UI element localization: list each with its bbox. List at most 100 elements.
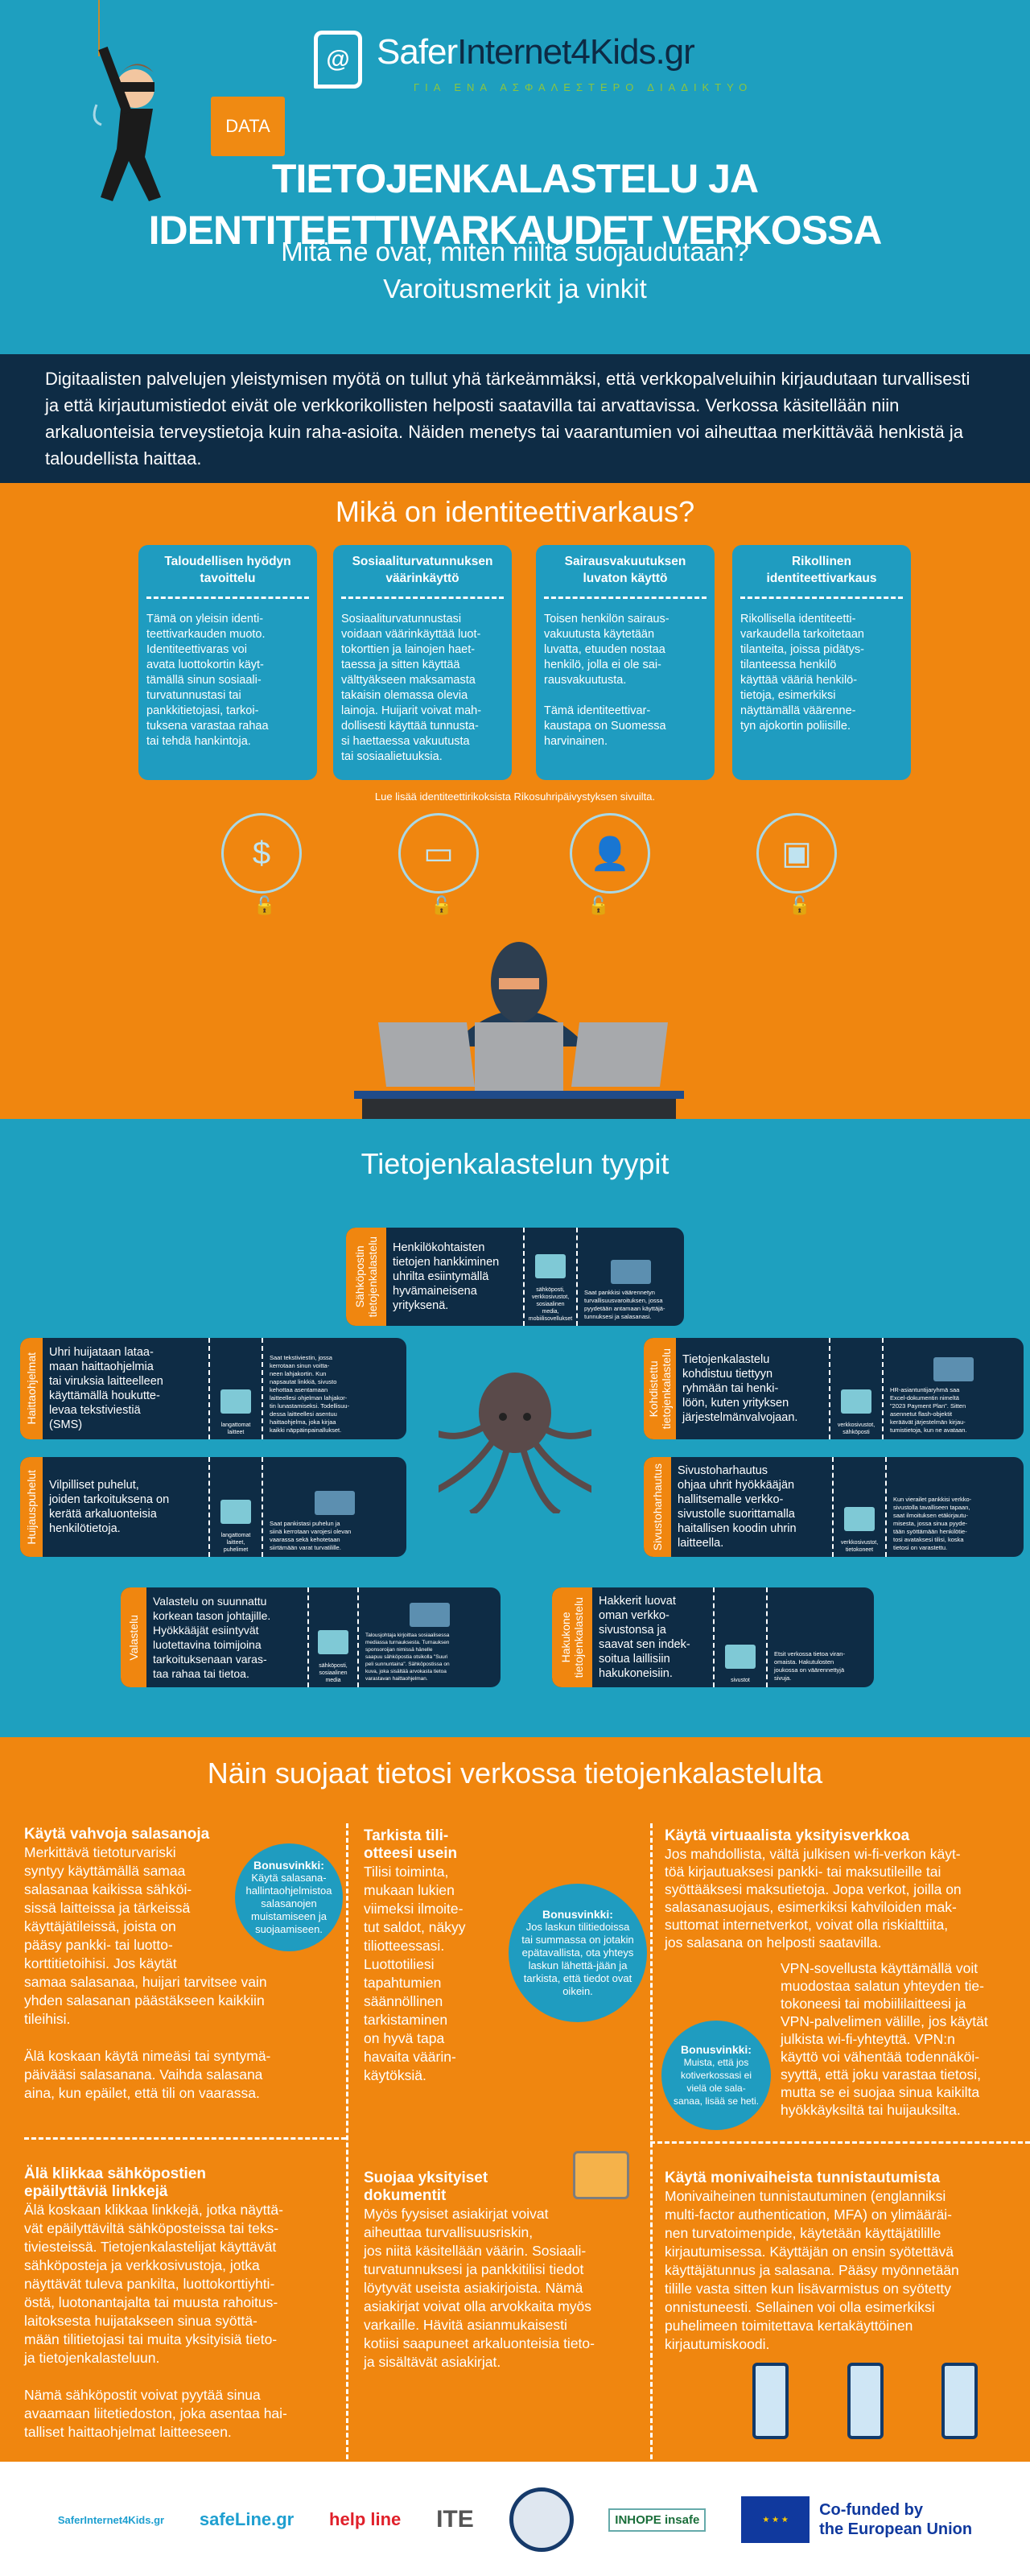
- devices-label: sähköposti, verkkosivustot, sosiaalinen …: [528, 1287, 573, 1322]
- inhope-insafe-logo[interactable]: INHOPE insafe: [608, 2508, 707, 2532]
- phishing-type-vishing: Huijauspuhelut Vilpilliset puhelut, joid…: [20, 1457, 406, 1557]
- face-recognition-icon: [847, 2363, 884, 2439]
- octopus-icon: [439, 1373, 591, 1513]
- tips-section: [0, 1737, 1030, 2462]
- example-text: Etsit verkossa tietoa viran- omaista. Ha…: [774, 1650, 845, 1682]
- devices-icon: [535, 1254, 566, 1278]
- eu-flag-icon: ★ ★ ★: [741, 2496, 810, 2543]
- data-folder-icon: DATA: [211, 97, 285, 156]
- smartphone-icon: [220, 1389, 251, 1414]
- helpline-logo[interactable]: help line: [329, 2509, 402, 2529]
- type-label: Sivustoharhautus: [651, 1463, 664, 1551]
- folder-label: DATA: [225, 116, 270, 136]
- logo-tagline: ΓΙΑ ΕΝΑ ΑΣΦΑΛΕΣΤΕΡΟ ΔΙΑΔΙΚΤΥΟ: [414, 81, 753, 93]
- intro-text: Digitaalisten palvelujen yleistymisen my…: [0, 354, 1030, 483]
- divider: [650, 2141, 1030, 2144]
- example-text: Saat pankkisi väärennetyn turvallisuusva…: [584, 1289, 665, 1320]
- read-more-link[interactable]: Lue lisää identiteettirikoksista Rikosuh…: [374, 791, 656, 803]
- type-description: Hakkerit luovat oman verkko- sivustonsa …: [599, 1595, 690, 1680]
- example-text: Kun vierailet pankkisi verkko- sivustoll…: [893, 1496, 972, 1551]
- example-text: HR-asiantuntijaryhmä saa Excel-dokumenti…: [890, 1386, 967, 1434]
- bonus-tip: Bonusvinkki:Muista, että jos kotiverkoss…: [661, 2021, 771, 2130]
- devices-label: sähköposti, sosiaalinen media: [319, 1663, 348, 1683]
- phone-call-icon: [315, 1491, 355, 1515]
- header-banner: [0, 0, 1030, 354]
- divider: [346, 1823, 348, 2459]
- type-label: Huijauspuhelut: [25, 1469, 38, 1545]
- devices-label: langattomat laitteet: [220, 1422, 251, 1435]
- type-label: Valastelu: [127, 1614, 140, 1661]
- example-text: Saat pankistasi puhelun ja siinä kerrota…: [270, 1520, 352, 1551]
- email-icon: [318, 1630, 348, 1654]
- ite-logo[interactable]: ITE: [436, 2506, 474, 2533]
- devices-label: langattomat laitteet, puhelimet: [220, 1533, 251, 1553]
- phishing-heading: Tietojenkalastelun tyypit: [360, 1147, 670, 1180]
- bonus-tip: Bonusvinkki:Käytä salasana-hallintaohjel…: [235, 1843, 343, 1951]
- person-icon: 👤: [570, 813, 650, 894]
- type-description: Henkilökohtaisten tietojen hankkiminen u…: [393, 1241, 500, 1312]
- bonus-tip: Bonusvinkki:Jos laskun tilitiedoissa tai…: [509, 1884, 647, 2022]
- type-description: Uhri huijataan lataa- maan haittaohjelmi…: [49, 1346, 163, 1431]
- devices-label: verkkosivustot, tietokoneet: [840, 1540, 879, 1553]
- thief-illustration: [93, 0, 161, 201]
- unlocked-padlock-icon: 🔓: [789, 895, 811, 915]
- example-text: Talousjohtaja kirjoittaa sosiaalisessa m…: [365, 1633, 450, 1682]
- saferinternet4kids-logo[interactable]: @ SaferInternet4Kids.gr ΓΙΑ ΕΝΑ ΑΣΦΑΛΕΣΤ…: [314, 31, 747, 95]
- partner-logos: SaferInternet4Kids.gr safeLine.gr help l…: [0, 2463, 1030, 2576]
- cyber-security-authority-seal[interactable]: [509, 2487, 574, 2552]
- type-label: Kohdistettu tietojenkalastelu: [647, 1348, 673, 1430]
- example-text: Saat tekstiviestin, jossa kerrotaan sinu…: [270, 1354, 350, 1434]
- type-description: Sivustoharhautus ohjaa uhrit hyökkääjän …: [678, 1464, 797, 1550]
- safe-icon: ▣: [756, 813, 837, 894]
- fingerprint-icon: [941, 2363, 978, 2439]
- laptop-icon: [725, 1645, 756, 1669]
- tip-suspicious-links: Älä klikkaa sähköpostien epäilyttäviä li…: [24, 2165, 287, 2440]
- unlocked-padlock-icon: 🔓: [587, 895, 610, 915]
- office-worker-icon: [410, 1603, 450, 1627]
- phishing-type-spear: Kohdistettu tietojenkalastelu Tietojenka…: [644, 1338, 1024, 1439]
- saferinternet4kids-footer-logo[interactable]: SaferInternet4Kids.gr: [57, 2513, 165, 2526]
- phishing-type-whaling: Valastelu Valastelu on suunnattu korkean…: [121, 1587, 501, 1687]
- phishing-type-malware: Haittaohjelmat Uhri huijataan lataa- maa…: [20, 1338, 406, 1439]
- eu-cofunded-logo: ★ ★ ★Co-funded by the European Union: [741, 2496, 972, 2543]
- skull-laptop-icon: [933, 1357, 974, 1381]
- example-icon: [611, 1260, 651, 1284]
- house-at-icon: @: [314, 31, 362, 89]
- smartphone-lock-icon: [752, 2363, 789, 2439]
- divider: [24, 2137, 346, 2140]
- laptop-icon: [844, 1507, 875, 1531]
- smartphone-icon: [220, 1500, 251, 1524]
- page-subtitle: Mitä ne ovat, miten niiltä suojaudutaan?…: [281, 237, 749, 303]
- mfa-illustration: [752, 2363, 978, 2443]
- phishing-type-email: Sähköpostin tietojenkalastelu Henkilökoh…: [346, 1228, 684, 1326]
- type-description: Valastelu on suunnattu korkean tason joh…: [153, 1595, 271, 1680]
- type-label: Hakukone tietojenkalastelu: [559, 1596, 585, 1678]
- computer-icon: [841, 1389, 871, 1414]
- identity-heading: Mikä on identiteettivarkaus?: [335, 495, 695, 528]
- coins-icon: $: [221, 813, 302, 894]
- locked-folder-icon: [573, 2151, 629, 2199]
- unlocked-padlock-icon: 🔓: [253, 895, 276, 915]
- devices-label: sivustot: [731, 1678, 750, 1683]
- type-description: Vilpilliset puhelut, joiden tarkoituksen…: [49, 1479, 170, 1535]
- unlocked-padlock-icon: 🔓: [431, 895, 453, 915]
- phishing-type-search-engine: Hakukone tietojenkalastelu Hakkerit luov…: [552, 1587, 874, 1687]
- safeline-logo[interactable]: safeLine.gr: [199, 2509, 295, 2529]
- devices-label: verkkosivustot, sähköposti: [837, 1422, 876, 1435]
- type-description: Tietojenkalastelu kohdistuu tiettyyn ryh…: [682, 1353, 798, 1424]
- tips-heading: Näin suojaat tietosi verkossa tietojenka…: [207, 1757, 823, 1790]
- phishing-type-pharming: Sivustoharhautus Sivustoharhautus ohjaa …: [644, 1457, 1024, 1557]
- credit-card-icon: ▭: [398, 813, 479, 894]
- hacker-illustration: [354, 942, 684, 1119]
- type-label: Sähköpostin tietojenkalastelu: [353, 1236, 379, 1318]
